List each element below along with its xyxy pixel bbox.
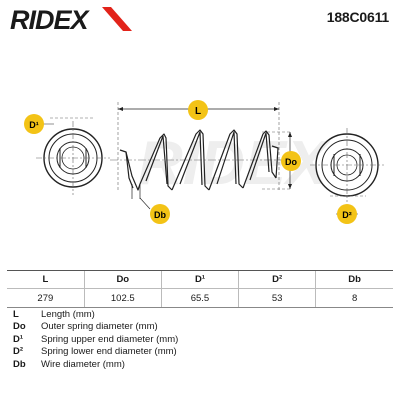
specs-value: 279 xyxy=(7,288,85,308)
specs-value-row: 279 102.5 65.5 53 8 xyxy=(7,288,393,308)
specs-header: Do xyxy=(83,270,162,289)
specs-table: L Do D¹ D² Db 279 102.5 65.5 53 8 xyxy=(7,270,393,308)
specs-header: Db xyxy=(315,270,393,289)
part-number: 188C0611 xyxy=(326,9,389,25)
badge-outer-diameter-label: Do xyxy=(285,157,297,167)
logo-text: RIDEX xyxy=(10,5,91,34)
specs-header: D¹ xyxy=(160,270,239,289)
specs-value: 8 xyxy=(315,288,393,308)
legend-symbol: Do xyxy=(13,321,26,333)
badge-wire-diameter-label: Db xyxy=(154,210,166,220)
upper-end-view xyxy=(35,117,110,195)
legend-description: Outer spring diameter (mm) xyxy=(41,321,158,333)
legend-description: Length (mm) xyxy=(41,309,95,320)
legend-item: D² Spring lower end diameter (mm) xyxy=(13,346,393,358)
spring-side-view xyxy=(110,102,292,210)
legend-description: Spring upper end diameter (mm) xyxy=(41,333,179,345)
legend: L Length (mm) Do Outer spring diameter (… xyxy=(13,309,393,371)
spring-drawing: RIDEX xyxy=(0,84,400,236)
legend-symbol: L xyxy=(13,309,19,320)
spring-drawing-svg: RIDEX xyxy=(24,100,384,224)
badge-length-label: L xyxy=(195,106,201,117)
brand-logo: RIDEX xyxy=(8,4,133,35)
badge-lower-end-diameter-label: D² xyxy=(342,210,352,220)
specs-value: 65.5 xyxy=(160,288,239,308)
badge-upper-end-diameter-label: D¹ xyxy=(29,120,39,130)
badge-outer-diameter: Do xyxy=(281,151,301,171)
lower-end-view xyxy=(310,128,384,215)
badge-lower-end-diameter: D² xyxy=(337,204,357,224)
legend-description: Spring lower end diameter (mm) xyxy=(41,346,177,358)
legend-symbol: D¹ xyxy=(13,333,24,345)
logo-accent-slash xyxy=(102,7,132,31)
legend-symbol: D² xyxy=(13,346,24,358)
specs-header: D² xyxy=(238,270,316,289)
legend-item: Do Outer spring diameter (mm) xyxy=(13,321,393,333)
legend-item: Db Wire diameter (mm) xyxy=(13,359,393,371)
legend-symbol: Db xyxy=(13,358,26,370)
specs-header-row: L Do D¹ D² Db xyxy=(7,270,393,289)
specs-value: 53 xyxy=(238,288,316,308)
legend-item: L Length (mm) xyxy=(13,309,393,321)
badge-length: L xyxy=(188,100,208,120)
badge-upper-end-diameter: D¹ xyxy=(24,114,44,134)
legend-description: Wire diameter (mm) xyxy=(41,358,125,370)
specs-header: L xyxy=(7,270,85,289)
badge-wire-diameter: Db xyxy=(150,204,170,224)
specs-value: 102.5 xyxy=(83,288,162,308)
ridex-logo: RIDEX xyxy=(10,5,132,35)
legend-item: D¹ Spring upper end diameter (mm) xyxy=(13,334,393,346)
